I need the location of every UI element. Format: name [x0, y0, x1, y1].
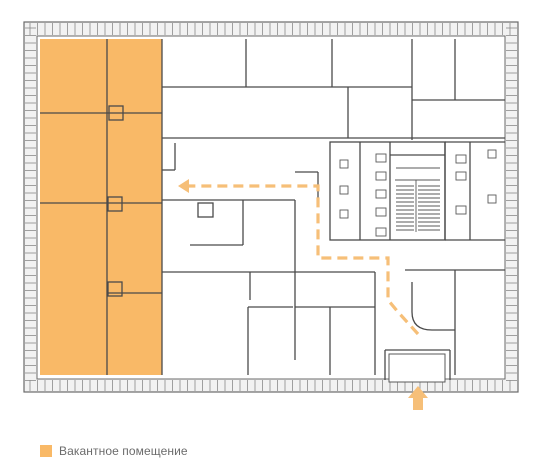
- staircase-icon: [395, 167, 440, 232]
- entrance-box: [388, 353, 446, 383]
- interior-walls: [40, 39, 505, 380]
- legend: Вакантное помещение: [40, 443, 188, 459]
- curved-wall: [411, 282, 455, 331]
- vacant-area: [40, 39, 162, 375]
- window-marks: [25, 23, 517, 391]
- dashed-arrow-left-icon: [178, 179, 189, 193]
- square-swatch-icon: [40, 445, 52, 457]
- sanitary-fixtures: [339, 149, 497, 237]
- legend-label: Вакантное помещение: [59, 444, 188, 458]
- floor-plan: [23, 21, 519, 410]
- arrow-up-icon: [408, 386, 428, 410]
- route-path: [185, 184, 420, 336]
- vacant-space: [40, 39, 162, 375]
